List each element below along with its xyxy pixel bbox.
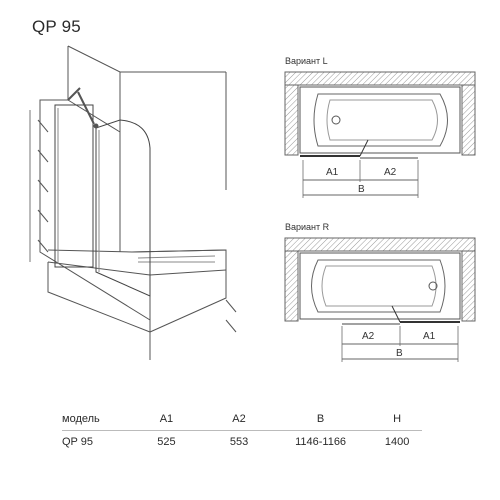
spec-table: модель A1 A2 B H QP 95 525 553 1146-1166… [62,408,422,453]
cell-model: QP 95 [62,436,93,448]
page-title: QP 95 [32,17,81,36]
header-model: модель [62,413,100,425]
header-a2: A2 [232,413,246,425]
cell-h: 1400 [384,436,410,448]
header-b: B [316,413,325,425]
table-row: QP 95 525 553 1146-1166 1400 [62,431,422,453]
cell-a1: 525 [157,436,176,448]
header-h: H [393,413,402,425]
variant-r-b: B [396,348,403,359]
table-header-row: модель A1 A2 B H [62,408,422,431]
variant-r-a2: A2 [362,331,375,342]
cell-a2: 553 [229,436,249,448]
variant-l-label: Вариант L [285,56,328,66]
cell-b: 1146-1166 [295,436,347,448]
variant-l-a1: A1 [326,167,339,178]
variant-r-label: Вариант R [285,222,330,232]
variant-r-a1: A1 [423,331,436,342]
variant-l-a2: A2 [384,167,397,178]
variant-l-b: B [358,184,365,195]
header-a1: A1 [159,413,174,425]
